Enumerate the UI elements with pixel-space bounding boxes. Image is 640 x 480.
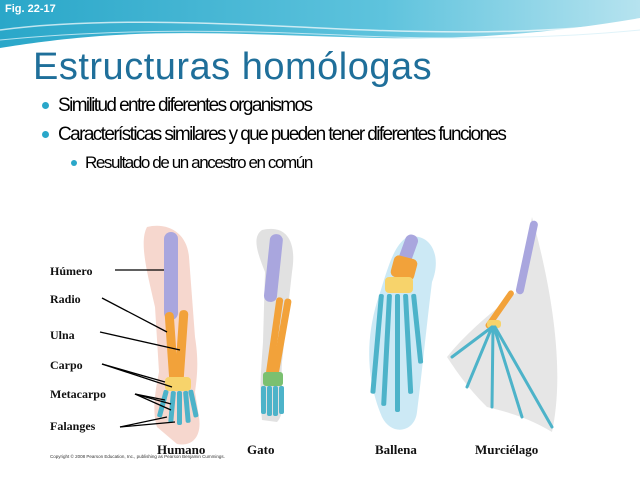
bullet-dot-icon <box>42 131 49 138</box>
slide-title: Estructuras homólogas <box>33 46 433 88</box>
sub-bullet-item: Resultado de un ancestro en común <box>42 153 602 173</box>
cat-leg-illustration <box>256 228 294 422</box>
human-arm-illustration <box>143 225 200 445</box>
top-wave-decoration <box>0 0 640 48</box>
sub-bullet-dot-icon <box>71 160 77 166</box>
label-falanges: Falanges <box>50 419 96 433</box>
limbs-illustration <box>99 217 558 445</box>
bullet-list: Similitud entre diferentes organismos Ca… <box>42 95 602 173</box>
whale-flipper-illustration <box>369 234 436 430</box>
human-humerus <box>164 232 178 320</box>
caption-murcielago: Murciélago <box>475 442 539 457</box>
sub-bullet-text: Resultado de un ancestro en común <box>85 153 313 172</box>
bullet-item: Similitud entre diferentes organismos <box>42 95 602 117</box>
bullet-item: Características similares y que pueden t… <box>42 124 602 146</box>
label-humero: Húmero <box>50 264 93 278</box>
caption-gato: Gato <box>247 442 275 457</box>
label-metacarpo: Metacarpo <box>50 387 106 401</box>
label-ulna: Ulna <box>50 328 75 342</box>
label-carpo: Carpo <box>50 358 83 372</box>
caption-ballena: Ballena <box>375 442 417 457</box>
label-radio: Radio <box>50 292 81 306</box>
copyright-notice: Copyright © 2008 Pearson Education, Inc.… <box>50 454 225 459</box>
bullet-text: Características similares y que pueden t… <box>58 124 507 145</box>
label-pointer-lines <box>99 269 181 428</box>
homologous-limbs-figure: Húmero Radio Ulna Carpo Metacarpo Falang… <box>47 212 571 464</box>
figure-number-label: Fig. 22-17 <box>5 3 56 15</box>
bullet-dot-icon <box>42 102 49 109</box>
bat-wing-illustration <box>447 217 558 432</box>
caption-humano: Humano <box>157 442 206 457</box>
bullet-text: Similitud entre diferentes organismos <box>58 95 313 116</box>
